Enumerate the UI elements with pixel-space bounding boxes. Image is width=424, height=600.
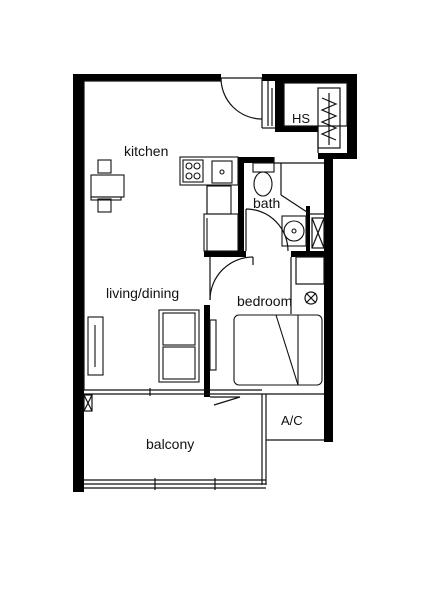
label-bedroom: bedroom [237,293,292,309]
dining-chair [90,196,122,201]
dryer-icon [304,291,318,305]
bedroom-tv-unit [209,319,217,371]
toilet-bowl [253,171,273,197]
wall-hs-left [275,78,284,131]
furniture [87,156,323,386]
sofa-seat [162,312,196,346]
wall-hs-top [275,74,357,83]
wall-bottom-left [73,480,84,492]
wall-bath-bottom-left [204,251,246,257]
bedroom-door-swing [209,256,254,301]
wall-bedroom-left [204,305,210,397]
wall-bath-top [238,157,274,163]
wall-hs-bottom [275,126,318,132]
wall-bath-mid [306,206,310,252]
label-living-dining: living/dining [106,285,179,301]
thin-lines [83,77,348,490]
label-hot-water: HS [292,111,310,126]
dining-table [90,174,125,198]
sofa-seat [162,346,196,380]
kitchen-sink [211,160,233,184]
kitchen-fridge [206,185,232,215]
dining-chair [97,198,112,213]
label-bath: bath [253,195,280,211]
wall-right [324,157,333,442]
wall-bath-left [238,157,244,255]
tv-unit [87,316,104,376]
wall-left [73,74,84,490]
sofa [158,309,200,383]
wall-top-right [262,74,279,81]
label-kitchen: kitchen [124,143,168,159]
wall-bath-bottom-right [291,251,327,257]
entry-door-swing [220,77,263,120]
wall-hs-bottom2 [318,153,357,159]
dining-chair [97,159,112,174]
kitchen-cooktop [182,159,204,183]
walls [73,74,357,492]
bed [233,314,323,386]
label-air-conditioner: A/C [281,413,303,428]
kitchen-pantry [203,213,239,252]
wall-top [73,74,221,81]
toilet-cistern [252,162,275,173]
kitchen-bench [179,156,239,186]
bath-door-swing [245,208,289,252]
bathroom-basin [283,220,305,242]
wall-hs-right [347,74,357,159]
room-labels: kitchen bath living/dining bedroom HS ba… [106,111,310,452]
bathroom-vanity [281,215,307,247]
label-balcony: balcony [146,436,194,452]
